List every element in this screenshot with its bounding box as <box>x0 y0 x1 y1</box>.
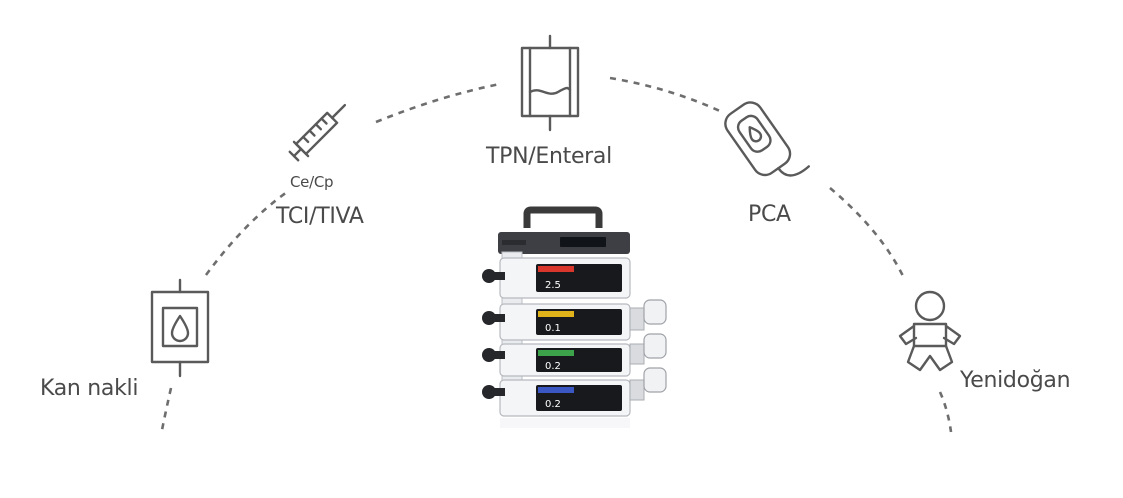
pump-module-3: 0.2 <box>482 333 667 377</box>
label-tci-tiva: TCI/TIVA <box>276 204 364 229</box>
pump-module-1: 2.5 <box>482 257 631 299</box>
pump-module-4: 0.2 <box>482 367 667 417</box>
pca-handset-icon <box>724 101 811 177</box>
label-neonatal: Yenidoğan <box>960 368 1071 393</box>
label-ce-cp: Ce/Cp <box>290 173 334 191</box>
stack-handle <box>523 206 603 228</box>
arc-segment-left-bottom <box>160 387 173 431</box>
pump-module-2: 0.1 <box>482 299 667 341</box>
stack-reflection <box>500 418 630 428</box>
label-pca: PCA <box>748 202 791 227</box>
arc-segment-top-right <box>609 76 723 114</box>
pump-3-rate: 0.2 <box>545 361 561 372</box>
label-tpn-enteral: TPN/Enteral <box>486 144 612 169</box>
syringe-icon <box>288 103 347 162</box>
pump-1-rate: 2.5 <box>545 280 561 291</box>
baby-icon <box>898 290 962 372</box>
blood-bag-icon <box>150 278 210 378</box>
label-blood-transfusion: Kan nakli <box>40 376 139 401</box>
arc-segment-right <box>829 187 905 277</box>
arc-segment-left <box>204 190 288 276</box>
pump-2-rate: 0.1 <box>545 323 561 334</box>
arc-segment-right-bottom <box>938 391 953 433</box>
nutrition-bag-icon <box>520 34 580 132</box>
pump-4-rate: 0.2 <box>545 399 561 410</box>
dashed-arc <box>160 76 953 433</box>
arc-segment-top-left <box>375 82 501 124</box>
infusion-pump-stack: 2.5 0.1 0.2 0.2 <box>482 206 667 428</box>
